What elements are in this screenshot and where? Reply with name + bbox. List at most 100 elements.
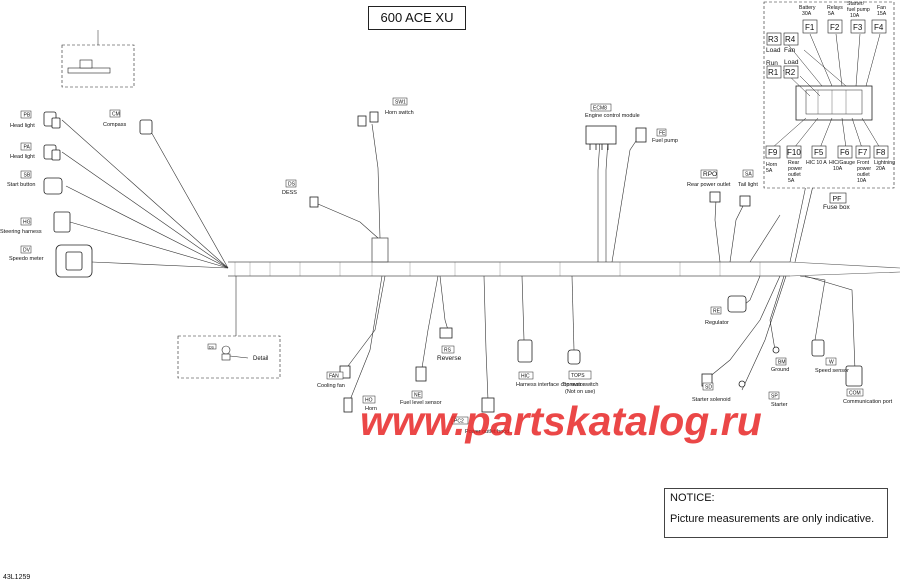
code-labels: PB PA SB HG DV CM DS SW1 ECM8 FE RPO SA … xyxy=(23,100,861,425)
svg-text:Fan: Fan xyxy=(877,5,886,11)
svg-text:10A: 10A xyxy=(850,13,860,19)
label-rpo: Rear power outlet xyxy=(687,182,731,188)
relay-r1: R1 xyxy=(768,68,779,77)
svg-text:Relays: Relays xyxy=(827,5,843,11)
connector-ds xyxy=(309,196,319,208)
connector-sp xyxy=(738,380,746,388)
connector-ecm8 xyxy=(585,125,617,145)
relay-r3: R3 xyxy=(768,35,779,44)
left-branches xyxy=(61,119,237,336)
svg-text:outlet: outlet xyxy=(857,172,870,178)
label-re: Regulator xyxy=(705,320,729,326)
code-hg: HG xyxy=(23,220,31,226)
connector-ho xyxy=(343,397,353,413)
component-labels: Head light Head light Start button Steer… xyxy=(0,110,893,435)
label-ecm8: Engine control module xyxy=(585,113,640,119)
label-ne: Fuel level sensor xyxy=(400,400,442,406)
connector-w xyxy=(811,339,825,357)
connector-drawings xyxy=(43,111,863,413)
fuse-box-relay-labels: Load Fan Run Load xyxy=(766,47,799,67)
code-fe: FE xyxy=(659,131,666,137)
label-pa: Head light xyxy=(10,154,35,160)
connector-rpo xyxy=(709,191,721,203)
svg-text:Starter/: Starter/ xyxy=(847,1,865,7)
label-fan: Cooling fan xyxy=(317,383,345,389)
notice-body: Picture measurements are only indicative… xyxy=(670,513,875,525)
label-hg: Steering harness xyxy=(0,229,42,235)
fuse-f10: F10 xyxy=(787,148,801,157)
svg-text:fuel pump: fuel pump xyxy=(847,7,870,13)
code-rs: RS xyxy=(444,348,452,354)
code-com: COM xyxy=(849,391,861,397)
code-sp: SP xyxy=(771,394,778,400)
code-detail: DS xyxy=(209,346,215,350)
fuse-box-ids: F1 F2 F3 F4 R3 R4 R1 R2 F9 F10 F5 F6 F7 … xyxy=(768,23,886,157)
connector-com xyxy=(845,365,863,387)
code-w: W xyxy=(829,360,834,366)
notice-box: NOTICE: Picture measurements are only in… xyxy=(664,488,888,538)
svg-text:Run: Run xyxy=(766,60,778,67)
fuse-box xyxy=(763,1,895,204)
label-tops-note: (Not on use) xyxy=(565,389,595,395)
svg-text:power: power xyxy=(857,166,871,172)
svg-text:Fan: Fan xyxy=(784,47,796,54)
code-dv: DV xyxy=(23,248,31,254)
svg-text:30A: 30A xyxy=(802,11,812,17)
label-ds: DESS xyxy=(282,190,297,196)
label-sd: Starter solenoid xyxy=(692,397,731,403)
svg-text:Battery: Battery xyxy=(799,5,816,11)
code-tops: TOPS xyxy=(571,373,585,379)
code-bm: BM xyxy=(778,360,786,366)
code-sb: SB xyxy=(24,173,31,179)
bottom-branches xyxy=(344,275,856,401)
fuse-f2: F2 xyxy=(830,23,840,32)
label-fe: Fuel pump xyxy=(652,138,678,144)
watermark: www.partskatalog.ru xyxy=(360,398,762,444)
connector-sb xyxy=(43,177,63,195)
label-sp: Starter xyxy=(771,402,788,408)
label-cm: Compass xyxy=(103,122,126,128)
code-ds: DS xyxy=(288,182,296,188)
diagram-title: 600 ACE XU xyxy=(368,6,466,30)
svg-text:Horn: Horn xyxy=(766,162,777,168)
fuse-box-top-labels: Battery 30A Relays 5A Starter/ fuel pump… xyxy=(799,1,887,19)
fuse-f9: F9 xyxy=(768,148,778,157)
code-ecm8: ECM8 xyxy=(593,106,607,112)
connector-sw1 xyxy=(357,115,367,127)
code-ho: HO xyxy=(365,398,373,404)
label-rs: Reverse xyxy=(437,355,462,362)
connector-hg xyxy=(53,211,71,233)
svg-text:Front: Front xyxy=(857,160,870,166)
label-bm: Ground xyxy=(771,367,789,373)
code-fan: FAN xyxy=(329,374,339,380)
connector-pc2 xyxy=(481,397,495,413)
part-number: 43L1259 xyxy=(3,574,31,581)
fuse-f7: F7 xyxy=(858,148,868,157)
code-re: RE xyxy=(713,309,721,315)
label-tops: Tip over switch xyxy=(562,382,598,388)
connector-rs xyxy=(439,327,453,339)
svg-text:20A: 20A xyxy=(876,166,886,172)
connector-re xyxy=(727,295,747,313)
label-detail: Detail xyxy=(253,356,268,362)
svg-text:Load: Load xyxy=(766,47,781,54)
connector-cm xyxy=(139,119,153,135)
svg-text:5A: 5A xyxy=(828,11,835,17)
label-ho: Horn xyxy=(365,406,377,412)
compass-inset xyxy=(61,30,135,88)
connector-bm xyxy=(772,346,780,354)
code-rpo: RPO xyxy=(703,171,717,178)
label-pf: Fuse box xyxy=(823,204,850,211)
code-sw1: SW1 xyxy=(395,100,406,106)
relay-r4: R4 xyxy=(785,35,796,44)
svg-text:HIC/Gauge: HIC/Gauge xyxy=(829,160,855,166)
connector-fe xyxy=(635,127,647,143)
svg-text:10A: 10A xyxy=(833,166,843,172)
code-pc2: PC2 xyxy=(454,419,464,425)
svg-text:Load: Load xyxy=(784,59,799,66)
fuse-f3: F3 xyxy=(853,23,863,32)
code-pa: PA xyxy=(24,145,31,151)
connector-sa xyxy=(739,195,751,207)
label-sa: Tail light xyxy=(738,182,758,188)
